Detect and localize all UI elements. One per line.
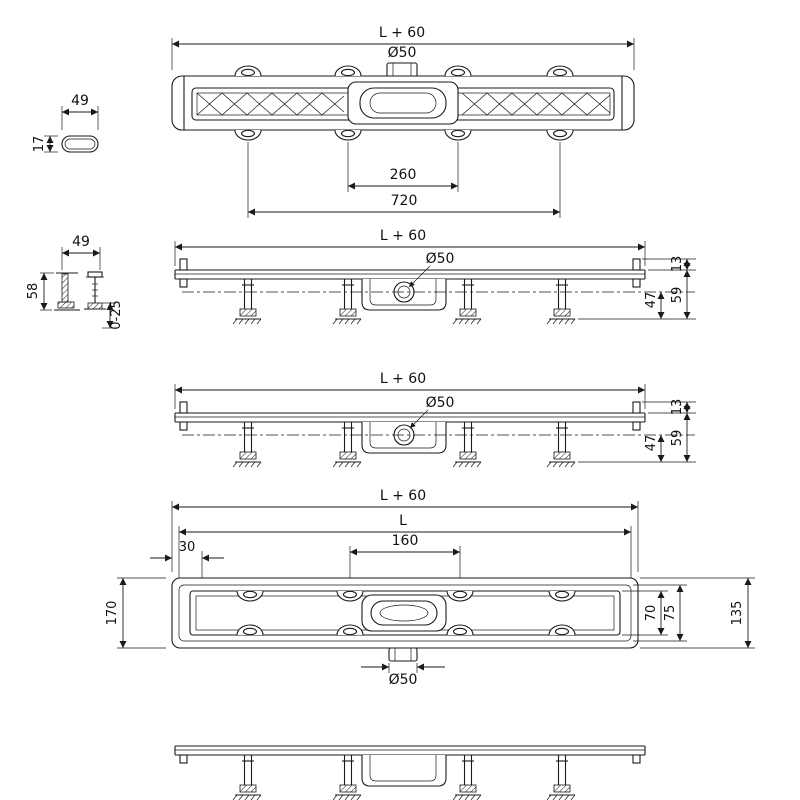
dim-label-feet-width: 49 (72, 234, 90, 250)
dim-slot-width: 49 (61, 93, 99, 130)
mounting-tab (234, 65, 262, 77)
dim-label-13-v3: 13 (670, 399, 685, 416)
dim-label-13-v2: 13 (670, 256, 685, 273)
dim-label-260: 260 (390, 167, 417, 183)
dim-label-diameter-v3: Ø50 (426, 395, 455, 411)
dim-length-inner-v4: L (178, 513, 632, 580)
dim-slot-height: 17 (32, 135, 58, 153)
dim-label-47-v2: 47 (644, 292, 659, 309)
dim-label-70: 70 (644, 605, 659, 622)
dim-260: 260 (347, 142, 459, 192)
dim-label-length-inner-v4: L (399, 513, 407, 529)
dims-right-v2: 13 59 47 (578, 256, 696, 320)
dim-diameter-v3: Ø50 (409, 395, 455, 429)
dims-right-v3: 13 59 47 (578, 399, 696, 463)
dim-label-135: 135 (730, 601, 745, 626)
dim-label-30: 30 (179, 540, 196, 555)
support-foot (232, 278, 262, 325)
mounting-tab (444, 65, 472, 77)
dim-length-outer-v4: L + 60 (171, 488, 639, 572)
mounting-tab (234, 129, 262, 141)
dim-720: 720 (247, 142, 561, 218)
trap-housing-v5 (361, 755, 447, 787)
bracket-foot (54, 272, 80, 311)
support-foot (332, 278, 362, 325)
dim-30: 30 (150, 540, 224, 586)
dim-label-slot-width: 49 (71, 93, 89, 109)
support-foot (232, 421, 262, 468)
dims-right-v4: 70 75 135 (622, 577, 755, 649)
dim-diameter-v4: Ø50 (361, 663, 445, 688)
support-foot (546, 421, 576, 468)
view-side-bottom (174, 745, 646, 800)
dim-label-59-v3: 59 (670, 430, 685, 447)
dim-label-59-v2: 59 (670, 287, 685, 304)
dim-label-slot-height: 17 (32, 136, 47, 153)
dim-label-47-v3: 47 (644, 435, 659, 452)
dim-label-length-outer-v4: L + 60 (380, 488, 426, 504)
dim-length-v1: L + 60 (171, 25, 635, 70)
dim-length-v2: L + 60 (174, 228, 646, 266)
dim-label-length-v3: L + 60 (380, 371, 426, 387)
dim-diameter-v2: Ø50 (408, 251, 455, 288)
support-foot (452, 278, 482, 325)
dim-label-feet-height: 58 (26, 283, 41, 300)
dim-label-length-v2: L + 60 (380, 228, 426, 244)
view-side-variant: L + 60 Ø50 (174, 371, 696, 468)
dim-label-75: 75 (663, 605, 678, 622)
support-foot (452, 754, 482, 800)
drain-housing-v4 (361, 594, 447, 632)
dim-160: 160 (349, 533, 461, 586)
mounting-tab (546, 129, 574, 141)
mounting-tab (334, 129, 362, 141)
slot-shape (61, 135, 99, 153)
mounting-tab (444, 129, 472, 141)
support-foot (332, 421, 362, 468)
detail-adjustable-feet: 49 58 0-25 (26, 234, 124, 330)
dim-label-diameter-v1: Ø50 (388, 45, 417, 61)
screw-foot (84, 271, 106, 310)
dim-length-v3: L + 60 (174, 371, 646, 409)
view-side-installed: L + 60 Ø50 (174, 228, 696, 325)
dim-label-diameter-v2: Ø50 (426, 251, 455, 267)
support-foot (546, 754, 576, 800)
mounting-tab (546, 65, 574, 77)
dim-label-160: 160 (392, 533, 419, 549)
trap-housing-v2 (361, 279, 447, 311)
support-foot (332, 754, 362, 800)
grate-zigzag (196, 92, 611, 116)
dim-label-adjust-range: 0-25 (109, 300, 124, 330)
drain-housing-top (347, 81, 459, 125)
dim-label-diameter-v4: Ø50 (389, 672, 418, 688)
dim-170: 170 (105, 577, 166, 649)
view-top-assembled: L + 60 Ø50 (171, 25, 635, 218)
trap-housing-v3 (361, 422, 447, 454)
outlet-stub-top (386, 62, 418, 78)
dim-label-720: 720 (391, 193, 418, 209)
dim-adjust-range: 0-25 (102, 300, 124, 330)
detail-mounting-slot: 49 17 (32, 93, 99, 153)
outlet-stub-bottom (388, 647, 418, 662)
dim-feet-width: 49 (61, 234, 101, 270)
dim-label-length-v1: L + 60 (379, 25, 425, 41)
view-top-body: L + 60 L 30 160 (105, 488, 755, 688)
support-foot (546, 278, 576, 325)
support-foot (452, 421, 482, 468)
dim-feet-height: 58 (26, 272, 54, 311)
dim-label-170: 170 (105, 601, 120, 626)
support-foot (232, 754, 262, 800)
mounting-tab (334, 65, 362, 77)
